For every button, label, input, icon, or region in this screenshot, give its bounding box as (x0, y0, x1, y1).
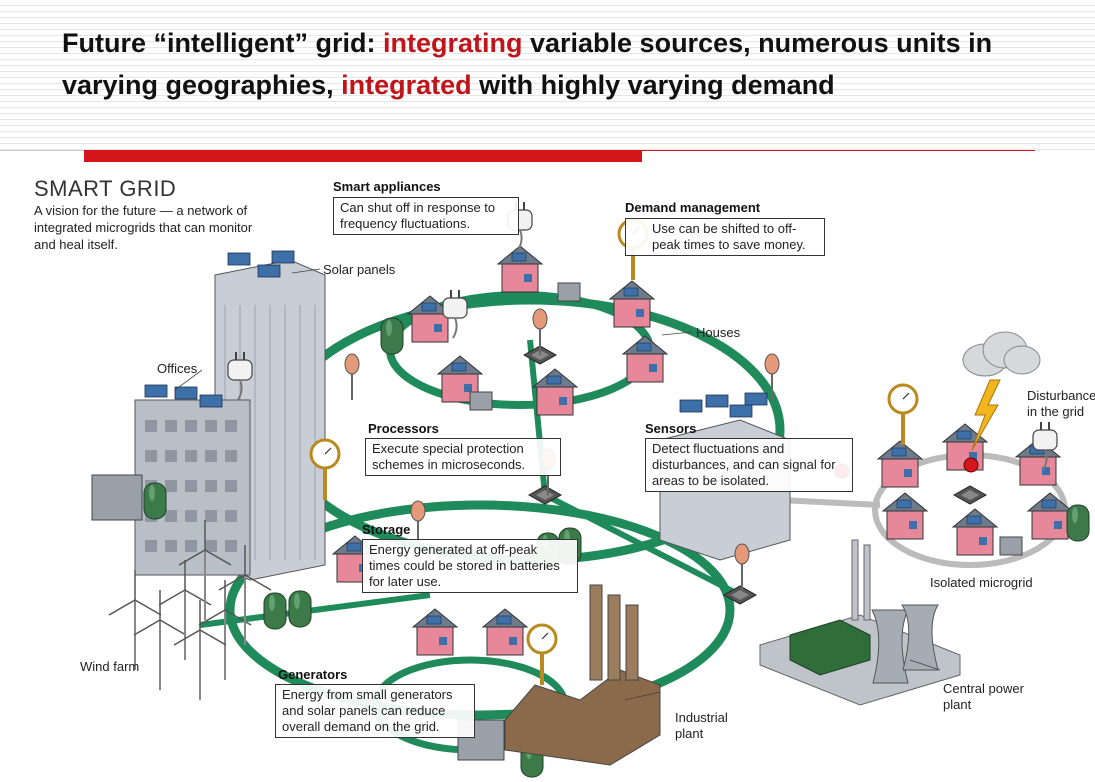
label-wind-farm: Wind farm (80, 659, 140, 674)
meter-gauge-icon (887, 383, 919, 447)
battery-tank-icon (288, 590, 312, 628)
generator-icon (469, 391, 493, 411)
chimney (863, 544, 871, 621)
storage-tank-icon (1066, 504, 1090, 542)
house-icon (497, 245, 543, 293)
industrial-plant (504, 669, 661, 766)
callout-heading-generators: Generators (278, 667, 348, 682)
callout-box-processors: Execute special protection schemes in mi… (365, 438, 561, 476)
label-industrial-plant: Industrial plant (675, 710, 728, 741)
callout-box-sensors: Detect fluctuations and disturbances, an… (645, 438, 853, 492)
grid-link (199, 592, 431, 628)
wind-turbine-icon (108, 569, 162, 671)
solar-panels-icon (144, 250, 295, 408)
meter-gauge-icon (526, 623, 558, 687)
power-plant-hall (789, 619, 871, 676)
callout-box-storage: Energy generated at off-peak times could… (362, 539, 578, 593)
smokestack (589, 584, 603, 681)
processor-chip-icon (953, 485, 987, 505)
callout-heading-processors: Processors (368, 421, 439, 436)
wind-turbine-icon (198, 579, 252, 681)
storage-tank-icon (143, 482, 167, 520)
callout-heading-demand-management: Demand management (625, 200, 761, 215)
callout-heading-smart-appliances: Smart appliances (333, 179, 441, 194)
smokestack (625, 604, 639, 681)
grid-link (543, 492, 742, 598)
generator-icon (91, 474, 143, 521)
callout-heading-sensors: Sensors (645, 421, 697, 436)
battery-tank-icon (263, 592, 287, 630)
title-part: variable sources, numerous units in vary… (62, 28, 993, 100)
slide-background (0, 0, 1095, 150)
title-part: with highly varying demand (471, 70, 835, 100)
house-icon (532, 368, 578, 416)
solar-panels-icon (679, 392, 768, 418)
diagram-title: SMART GRID (34, 176, 177, 201)
callout-box-generators: Energy from small generators and solar p… (275, 684, 475, 738)
smokestack (607, 594, 621, 681)
callout-heading-storage: Storage (362, 522, 411, 537)
leader-lines (174, 268, 941, 701)
accent-bar (84, 150, 642, 162)
callout-box-smart-appliances: Can shut off in response to frequency fl… (333, 197, 519, 235)
house-icon (882, 492, 928, 540)
smart-grid-illustration (91, 201, 1090, 778)
house-icon (952, 508, 998, 556)
cooling-tower-icon (901, 604, 939, 671)
accent-divider-left (0, 150, 84, 151)
accent-divider-right (642, 150, 1035, 151)
storm-cloud-icon (962, 331, 1041, 377)
diagram-subtitle: A vision for the future — a network of i… (34, 203, 253, 252)
label-solar-panels: Solar panels (323, 262, 396, 277)
title-highlight: integrating (382, 28, 523, 58)
house-icon (877, 440, 923, 488)
wind-turbine-icon (173, 599, 227, 701)
sensor-icon (532, 308, 548, 356)
house-icon (622, 335, 668, 383)
smart-grid-diagram: SMART GRID A vision for the future — a n… (0, 165, 1095, 782)
title-part: Future “intelligent” grid: (62, 28, 383, 58)
label-disturbance: Disturbance in the grid (1027, 388, 1095, 419)
sensor-icon (734, 543, 750, 591)
sensor-icon (344, 353, 360, 401)
grid-link-microgrid (779, 497, 881, 508)
house-icon (412, 608, 458, 656)
generator-icon (999, 536, 1023, 556)
lightning-bolt-icon (971, 379, 1001, 451)
grid-ring-south (225, 500, 735, 720)
callout-box-demand-management: Use can be shifted to off-peak times to … (625, 218, 825, 256)
label-central-power-plant: Central power plant (943, 681, 1024, 712)
label-houses: Houses (696, 325, 741, 340)
chimney (851, 539, 859, 621)
label-isolated-microgrid: Isolated microgrid (930, 575, 1033, 590)
alarm-light-icon (963, 457, 979, 473)
label-offices: Offices (157, 361, 198, 376)
house-icon (482, 608, 528, 656)
storage-tank-icon (380, 317, 404, 355)
title-highlight: integrated (341, 70, 472, 100)
generator-icon (557, 282, 581, 302)
house-icon (609, 280, 655, 328)
slide-title: Future “intelligent” grid: integrating v… (62, 22, 1062, 106)
